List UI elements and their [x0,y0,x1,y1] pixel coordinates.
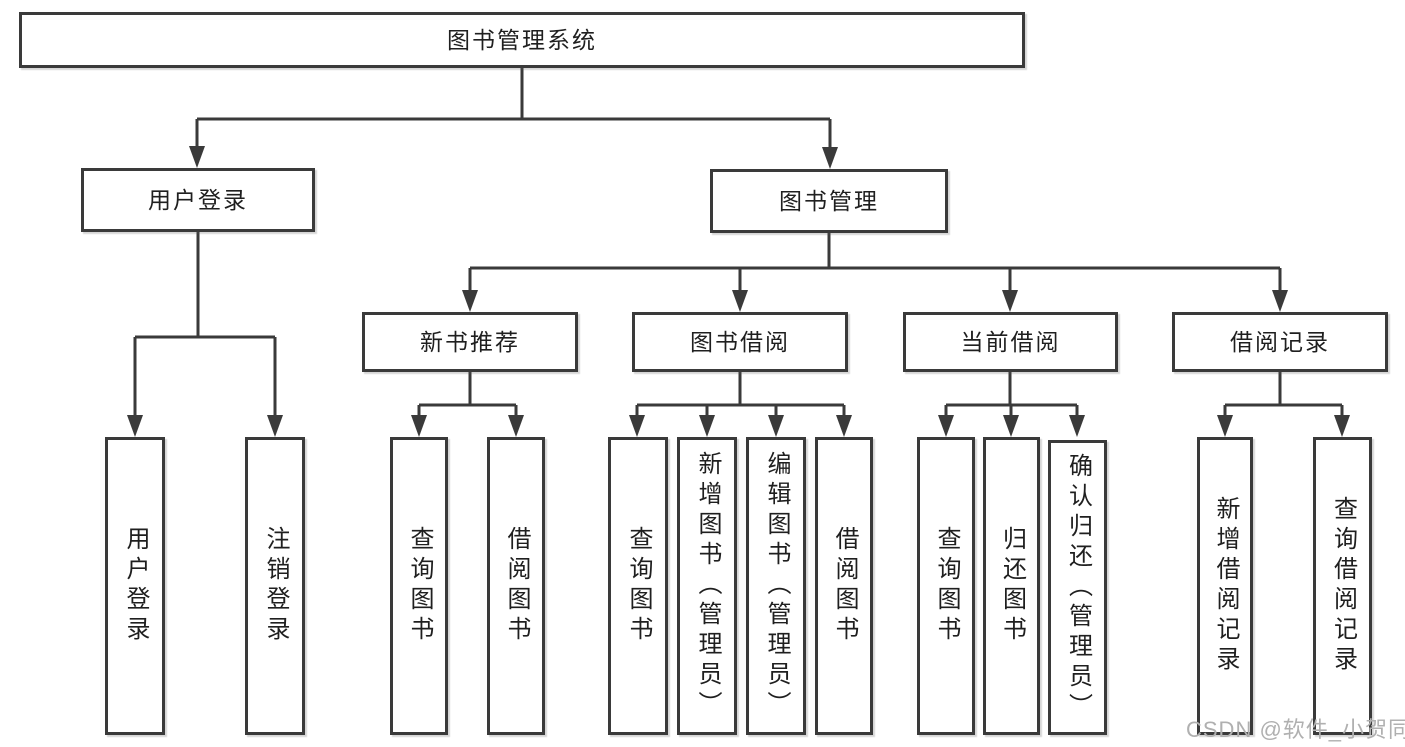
leaf-borrow-books: 借阅图书 [815,437,873,735]
leaf-borrow-books-recommend: 借阅图书 [487,437,545,735]
arrowhead-icon [1069,415,1085,437]
leaf-return-books: 归还图书 [983,437,1040,735]
leaf-query-books-borrow-label: 查询图书 [625,526,652,646]
leaf-query-books-recommend-label: 查询图书 [406,526,433,646]
leaf-query-books-borrow: 查询图书 [608,437,668,735]
leaf-query-borrow-record-label: 查询借阅记录 [1329,496,1357,676]
leaf-borrow-books-recommend-label: 借阅图书 [503,526,530,646]
node-book-borrowing-label: 图书借阅 [690,328,790,355]
arrowhead-icon [768,415,784,437]
arrowhead-icon [732,290,748,312]
arrowhead-icon [127,415,143,437]
leaf-borrow-books-label: 借阅图书 [831,526,858,646]
arrowhead-icon [508,415,524,437]
arrowhead-icon [938,415,954,437]
node-root-label: 图书管理系统 [447,26,597,53]
leaf-confirm-return-admin-label: 确认归还（管理员） [1064,452,1092,723]
leaf-query-borrow-record: 查询借阅记录 [1313,437,1372,735]
leaf-edit-books-admin-label: 编辑图书（管理员） [763,451,790,721]
node-borrowing-records: 借阅记录 [1172,312,1388,372]
leaf-query-books-current-label: 查询图书 [933,526,960,646]
arrowhead-icon [1217,415,1233,437]
node-root: 图书管理系统 [19,12,1025,68]
arrowhead-icon [1002,290,1018,312]
node-book-borrowing: 图书借阅 [632,312,848,372]
arrowhead-icon [267,415,283,437]
csdn-watermark: CSDN @软件_小贺同学 [1186,717,1405,742]
node-book-management: 图书管理 [710,169,948,233]
node-current-borrowing: 当前借阅 [903,312,1118,372]
arrowhead-icon [629,415,645,437]
node-borrowing-records-label: 借阅记录 [1230,328,1330,355]
arrowhead-icon [411,415,427,437]
node-user-login: 用户登录 [81,168,315,232]
arrowhead-icon [699,415,715,437]
node-user-login-label: 用户登录 [148,186,248,213]
leaf-add-borrow-record: 新增借阅记录 [1197,437,1253,735]
leaf-edit-books-admin: 编辑图书（管理员） [746,437,806,735]
arrowhead-icon [822,147,838,169]
leaf-add-borrow-record-label: 新增借阅记录 [1212,496,1239,676]
node-new-book-recommendation-label: 新书推荐 [420,328,520,355]
leaf-query-books-recommend: 查询图书 [390,437,448,735]
leaf-confirm-return-admin: 确认归还（管理员） [1048,440,1107,735]
arrowhead-icon [1334,415,1350,437]
leaf-logout: 注销登录 [245,437,305,735]
node-book-management-label: 图书管理 [779,187,879,214]
leaf-add-books-admin: 新增图书（管理员） [677,437,737,735]
node-new-book-recommendation: 新书推荐 [362,312,578,372]
leaf-return-books-label: 归还图书 [998,526,1026,646]
arrowhead-icon [1003,415,1019,437]
leaf-user-login: 用户登录 [105,437,165,735]
tree-edges [133,68,1344,419]
leaf-user-login-label: 用户登录 [122,526,149,646]
node-current-borrowing-label: 当前借阅 [960,328,1061,355]
leaf-logout-label: 注销登录 [262,526,289,646]
arrowhead-icon [462,290,478,312]
leaf-query-books-current: 查询图书 [917,437,975,735]
leaf-add-books-admin-label: 新增图书（管理员） [694,451,721,721]
arrowhead-icon [189,146,205,168]
arrowhead-icon [1272,290,1288,312]
arrowhead-icon [836,415,852,437]
